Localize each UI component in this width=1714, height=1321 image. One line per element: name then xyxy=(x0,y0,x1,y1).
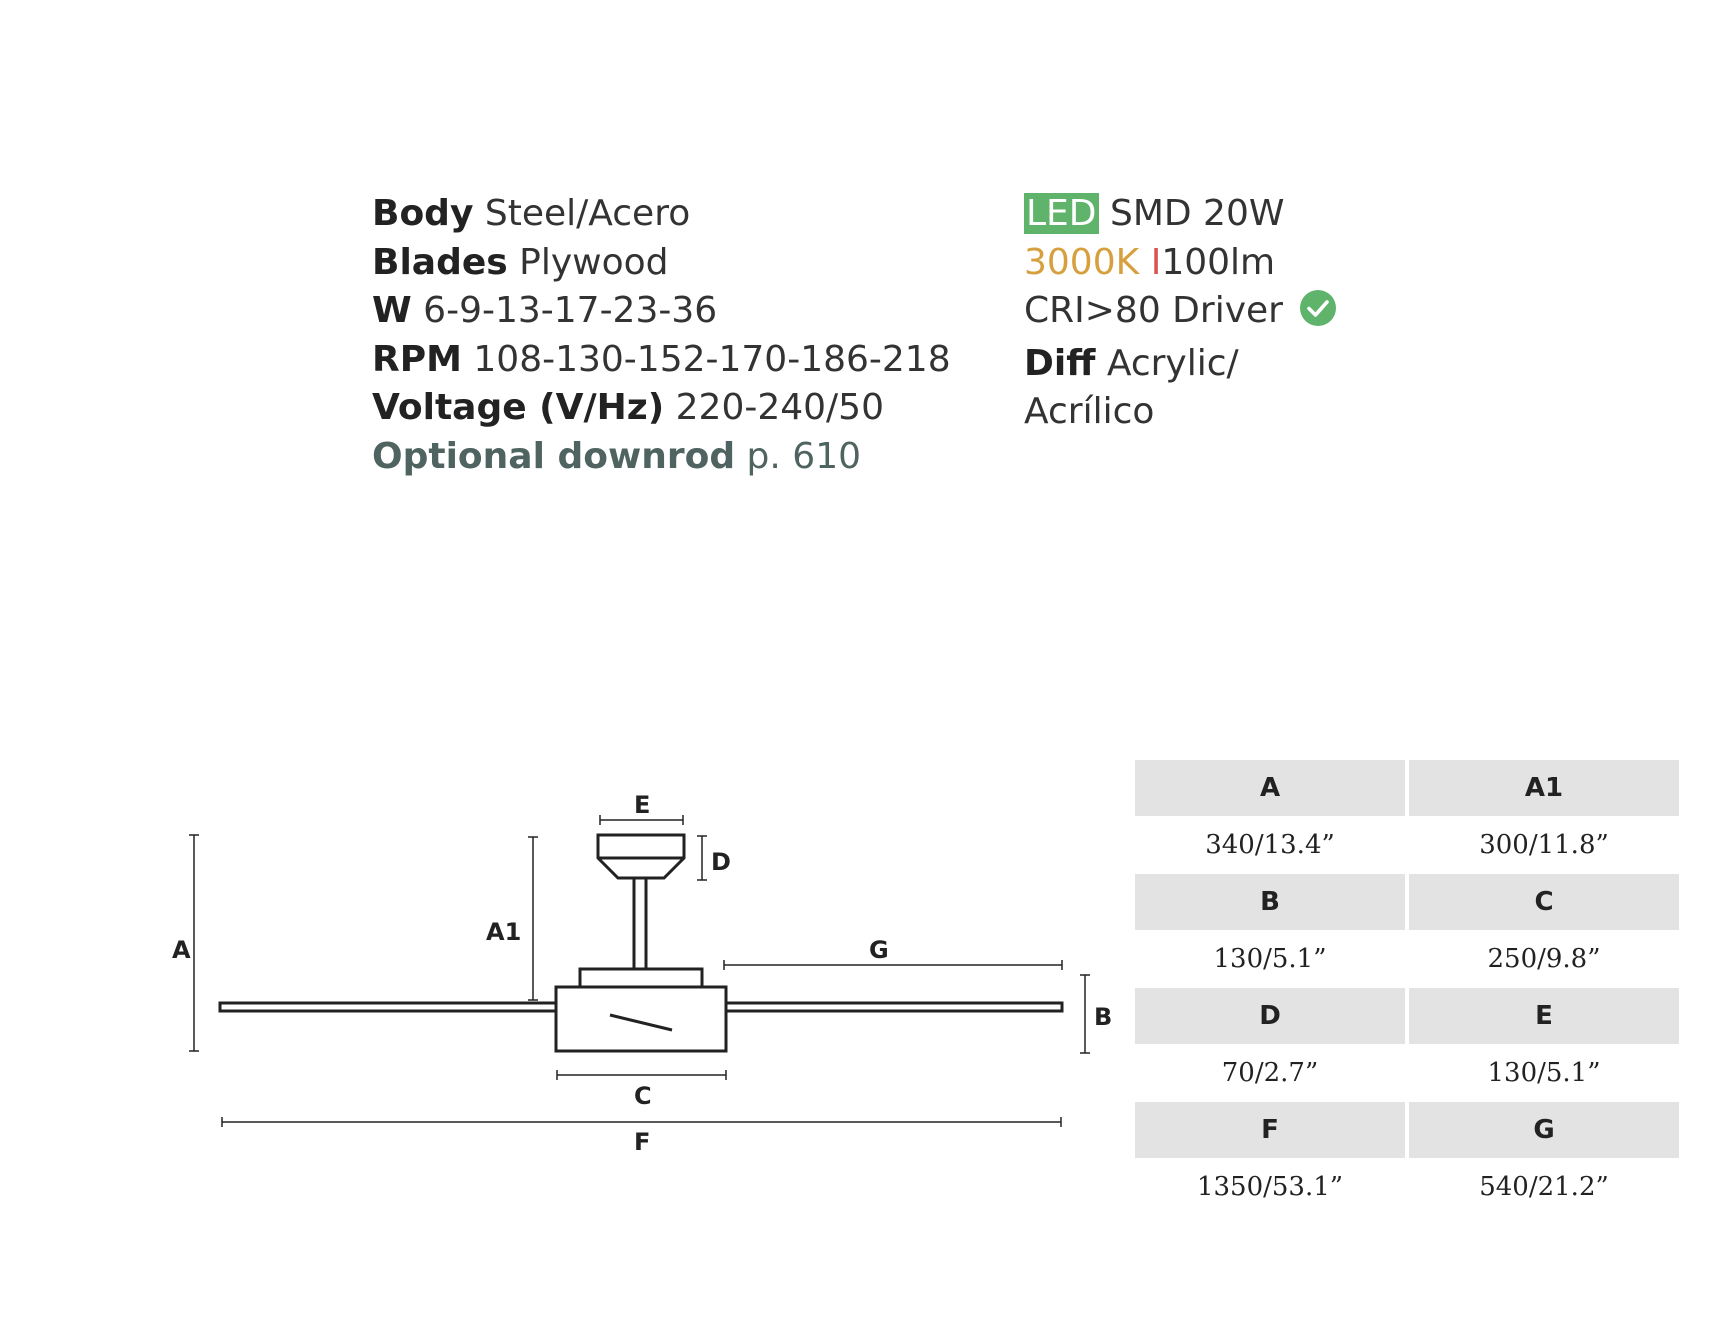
dimension-value: 540/21.2” xyxy=(1479,1172,1609,1202)
spec-key: Body xyxy=(372,193,474,234)
spec-led: LED SMD 20W xyxy=(1024,190,1336,239)
dimensions-header-row: B C xyxy=(1135,874,1679,930)
motor-mark xyxy=(609,1013,673,1032)
spec-watts: W 6-9-13-17-23-36 xyxy=(372,287,951,336)
lumen-value: I100lm xyxy=(1151,242,1275,283)
dimensions-table: A A1 340/13.4” 300/11.8” B C 130/5.1” 25… xyxy=(1135,760,1679,1216)
motor-top-plate xyxy=(578,967,704,989)
label-c: C xyxy=(634,1082,652,1110)
dimensions-value-row: 1350/53.1” 540/21.2” xyxy=(1135,1158,1679,1216)
specs-left: Body Steel/Acero Blades Plywood W 6-9-13… xyxy=(372,190,951,481)
spec-key: W xyxy=(372,290,412,331)
lumen-rest: 100lm xyxy=(1161,241,1276,283)
label-f: F xyxy=(634,1128,650,1156)
dimension-header: A1 xyxy=(1409,760,1679,816)
spec-blades: Blades Plywood xyxy=(372,239,951,288)
dimension-header: A xyxy=(1135,760,1405,816)
spec-value: 6-9-13-17-23-36 xyxy=(423,290,718,331)
label-d: D xyxy=(711,848,731,876)
spec-value: 220-240/50 xyxy=(675,387,884,428)
dimension-value: 340/13.4” xyxy=(1205,830,1335,860)
spec-body: Body Steel/Acero xyxy=(372,190,951,239)
motor-body xyxy=(554,985,728,1053)
specs-right: LED SMD 20W 3000K I100lm CRI>80 Driver D… xyxy=(1024,190,1337,437)
spec-key: Blades xyxy=(372,241,508,283)
spec-value: Steel/Acero xyxy=(484,193,691,234)
cri-driver-text: CRI>80 Driver xyxy=(1024,290,1283,331)
spec-value: Acrílico xyxy=(1024,391,1155,432)
dimension-header: D xyxy=(1135,988,1405,1044)
left-blade xyxy=(218,1001,558,1013)
label-a1: A1 xyxy=(486,918,521,946)
dimensions-header-row: F G xyxy=(1135,1102,1679,1158)
dimension-value: 300/11.8” xyxy=(1479,830,1609,860)
spec-diffuser: Diff Acrylic/ xyxy=(1024,340,1336,389)
spec-color-lumen: 3000K I100lm xyxy=(1024,239,1336,288)
dimension-value: 130/5.1” xyxy=(1487,1058,1601,1088)
spec-cri-driver: CRI>80 Driver xyxy=(1024,287,1337,340)
dimension-header: F xyxy=(1135,1102,1405,1158)
dimension-value: 250/9.8” xyxy=(1487,944,1601,974)
spec-rpm: RPM 108-130-152-170-186-218 xyxy=(372,336,951,385)
spec-key: RPM xyxy=(372,338,462,380)
kelvin-value: 3000K xyxy=(1024,241,1140,283)
dimension-value: 1350/53.1” xyxy=(1196,1172,1344,1202)
label-e: E xyxy=(634,791,650,819)
spec-diffuser-cont: Acrílico xyxy=(1024,388,1336,437)
spec-value: Acrylic/ xyxy=(1106,342,1239,384)
spec-value: 108-130-152-170-186-218 xyxy=(473,338,951,380)
spec-key: Diff xyxy=(1024,342,1096,384)
spec-key: Voltage (V/Hz) xyxy=(372,387,665,428)
dimension-header: B xyxy=(1135,874,1405,930)
check-circle-icon xyxy=(1300,290,1337,340)
spec-value: p. 610 xyxy=(746,435,861,477)
dimensions-value-row: 70/2.7” 130/5.1” xyxy=(1135,1044,1679,1102)
right-blade xyxy=(724,1001,1064,1013)
label-b: B xyxy=(1094,1003,1112,1031)
dimension-value: 130/5.1” xyxy=(1213,944,1327,974)
dimension-header: C xyxy=(1409,874,1679,930)
lumen-prefix: I xyxy=(1150,241,1162,283)
dimension-header: G xyxy=(1409,1102,1679,1158)
led-badge: LED xyxy=(1024,193,1099,234)
led-value: SMD 20W xyxy=(1109,193,1285,234)
dimensions-header-row: D E xyxy=(1135,988,1679,1044)
spec-key: Optional downrod xyxy=(372,435,736,477)
spec-value: Plywood xyxy=(519,241,669,283)
label-g: G xyxy=(869,936,889,964)
spec-voltage: Voltage (V/Hz) 220-240/50 xyxy=(372,384,951,433)
spec-optional-downrod: Optional downrod p. 610 xyxy=(372,433,951,482)
dimensions-value-row: 340/13.4” 300/11.8” xyxy=(1135,816,1679,874)
dimension-header: E xyxy=(1409,988,1679,1044)
downrod xyxy=(632,876,648,971)
dimensions-value-row: 130/5.1” 250/9.8” xyxy=(1135,930,1679,988)
label-a: A xyxy=(172,936,191,964)
dimension-value: 70/2.7” xyxy=(1221,1058,1319,1088)
dimensions-header-row: A A1 xyxy=(1135,760,1679,816)
